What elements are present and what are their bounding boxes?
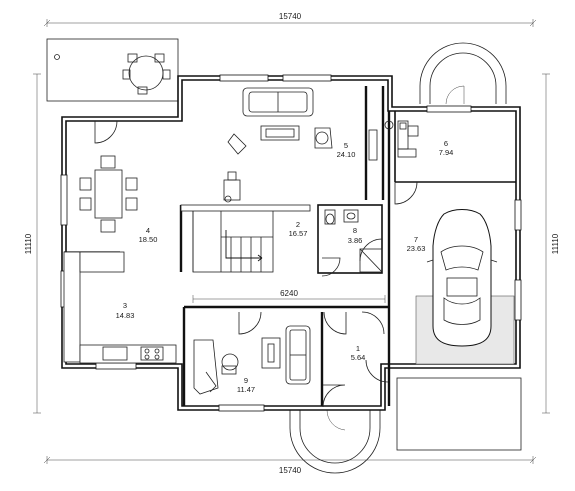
room-7-number: 7 <box>414 235 418 244</box>
room-1-area: 5.64 <box>351 353 366 362</box>
garage <box>415 209 515 365</box>
dim-right: 11110 <box>551 233 560 254</box>
staircase <box>180 171 311 273</box>
room-2-area: 16.57 <box>289 229 308 238</box>
car <box>426 209 498 347</box>
living-furniture <box>227 87 394 161</box>
bay-window-bottom <box>289 409 381 474</box>
room-1-number: 1 <box>356 344 360 353</box>
room-9-number: 9 <box>244 376 248 385</box>
room-3-area: 14.83 <box>116 311 135 320</box>
room-labels: 1 5.64 2 16.57 3 14.83 4 18.50 5 24.10 6… <box>116 139 454 394</box>
room-5-number: 5 <box>344 141 348 150</box>
dim-left: 11110 <box>24 233 33 254</box>
terrace-north <box>46 38 179 102</box>
terrace-south-right <box>396 377 522 451</box>
room6-fixtures <box>397 120 419 158</box>
dining-set <box>79 155 138 233</box>
room-3-number: 3 <box>123 301 127 310</box>
kitchen <box>63 251 177 364</box>
room-8-number: 8 <box>353 226 357 235</box>
room-6-number: 6 <box>444 139 448 148</box>
doors <box>94 120 418 408</box>
dim-inner: 6240 <box>280 289 298 298</box>
dim-top: 15740 <box>279 12 302 21</box>
exterior-walls <box>61 75 521 411</box>
dim-bottom: 15740 <box>279 466 302 475</box>
bathroom-fixtures <box>324 209 383 273</box>
dimension-lines <box>33 19 550 464</box>
interior-walls <box>64 86 516 406</box>
room-4-area: 18.50 <box>139 235 158 244</box>
room-8-area: 3.86 <box>348 236 363 245</box>
bay-window-top-right <box>419 42 507 105</box>
room-7-area: 23.63 <box>407 244 426 253</box>
study-furniture <box>193 325 311 395</box>
room-2-number: 2 <box>296 220 300 229</box>
room-6-area: 7.94 <box>439 148 454 157</box>
room-4-number: 4 <box>146 226 150 235</box>
room-9-area: 11.47 <box>237 385 255 394</box>
room-5-area: 24.10 <box>337 150 356 159</box>
